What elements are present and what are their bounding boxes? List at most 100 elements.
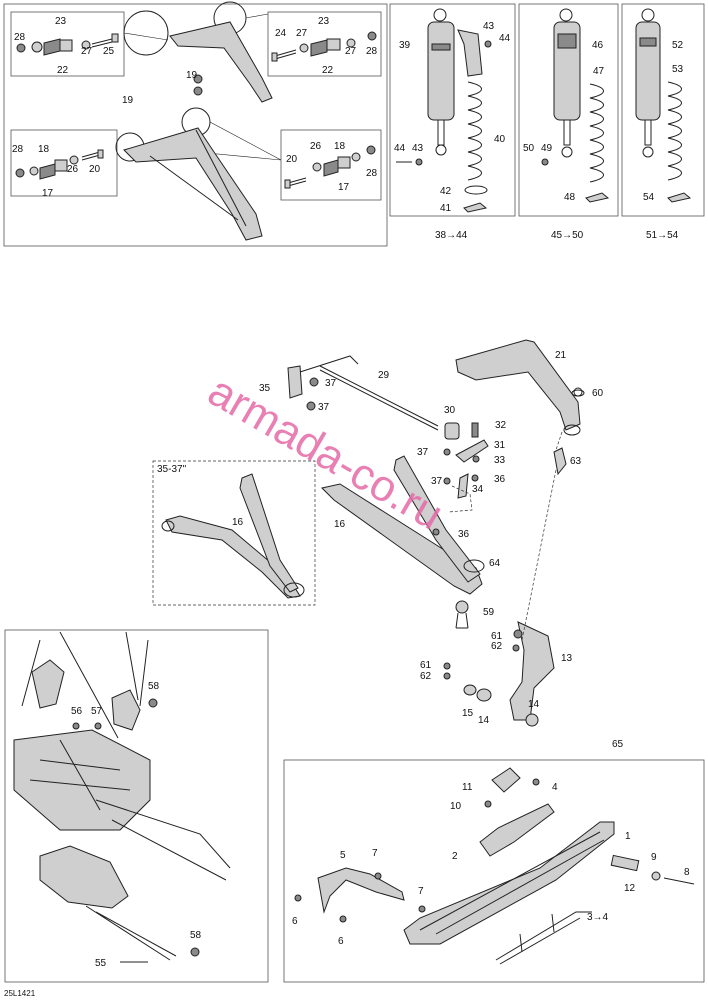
callout-7: 7 bbox=[418, 886, 424, 897]
ski-illustration bbox=[294, 767, 695, 965]
callout-43: 43 bbox=[412, 143, 424, 154]
inset-dashed-frame bbox=[152, 460, 316, 606]
callout-58: 58 bbox=[190, 930, 202, 941]
callout-17: 17 bbox=[338, 182, 350, 193]
a-arm-illustration bbox=[115, 1, 282, 241]
callout-37: 37 bbox=[318, 402, 330, 413]
callout-23: 23 bbox=[55, 16, 67, 27]
callout-37: 37 bbox=[325, 378, 337, 389]
callout-21: 21 bbox=[555, 350, 567, 361]
callout-28: 28 bbox=[366, 46, 378, 57]
inset-label: 35-37" bbox=[157, 464, 187, 475]
callout-4: 4 bbox=[552, 782, 558, 793]
callout-12: 12 bbox=[624, 883, 636, 894]
set-45-50: 45→50 bbox=[551, 230, 584, 241]
callout-28: 28 bbox=[12, 144, 24, 155]
callout-20: 20 bbox=[89, 164, 101, 175]
callout-50: 50 bbox=[523, 143, 535, 154]
callout-28: 28 bbox=[14, 32, 26, 43]
callout-63: 63 bbox=[570, 456, 582, 467]
callout-16: 16 bbox=[334, 519, 346, 530]
callout-6: 6 bbox=[292, 916, 298, 927]
watermark: armada-co.ru bbox=[200, 366, 451, 539]
callout-48: 48 bbox=[564, 192, 576, 203]
callout-14: 14 bbox=[528, 699, 540, 710]
callout-36: 36 bbox=[458, 529, 470, 540]
callout-65: 65 bbox=[612, 739, 624, 750]
ski-frame bbox=[283, 759, 705, 983]
callout-58: 58 bbox=[148, 681, 160, 692]
callout-10: 10 bbox=[450, 801, 462, 812]
main-suspension-assembly bbox=[287, 339, 585, 727]
callout-39: 39 bbox=[399, 40, 411, 51]
shock-set-2-frame bbox=[518, 3, 619, 217]
callout-24: 24 bbox=[275, 28, 287, 39]
callout-42: 42 bbox=[440, 186, 452, 197]
set-38-44: 38→44 bbox=[435, 230, 468, 241]
callout-19: 19 bbox=[122, 95, 134, 106]
callout-9: 9 bbox=[651, 852, 657, 863]
callout-44: 44 bbox=[499, 33, 511, 44]
callout-61: 61 bbox=[491, 631, 503, 642]
callout-17: 17 bbox=[42, 188, 54, 199]
upper-left-frame bbox=[3, 3, 388, 247]
callout-22: 22 bbox=[57, 65, 69, 76]
callout-60: 60 bbox=[592, 388, 604, 399]
frame-view bbox=[13, 631, 231, 963]
hardware-group-top-right bbox=[267, 11, 382, 77]
callout-61: 61 bbox=[420, 660, 432, 671]
callout-16: 16 bbox=[232, 517, 244, 528]
callout-25: 25 bbox=[103, 46, 115, 57]
callout-18: 18 bbox=[38, 144, 50, 155]
diagram-id: 25L1421 bbox=[4, 989, 36, 998]
callout-6: 6 bbox=[338, 936, 344, 947]
callout-29: 29 bbox=[378, 370, 390, 381]
callout-62: 62 bbox=[491, 641, 503, 652]
hardware-group-mid-right bbox=[280, 129, 382, 201]
callout-47: 47 bbox=[593, 66, 605, 77]
callout-52: 52 bbox=[672, 40, 684, 51]
callout-53: 53 bbox=[672, 64, 684, 75]
callout-1: 1 bbox=[625, 831, 631, 842]
callout-44: 44 bbox=[394, 143, 406, 154]
shock-3 bbox=[635, 8, 692, 203]
callout-13: 13 bbox=[561, 653, 573, 664]
shock-set-1-frame bbox=[389, 3, 516, 217]
callout-15: 15 bbox=[462, 708, 474, 719]
set-51-54: 51→54 bbox=[646, 230, 679, 241]
callout-30: 30 bbox=[444, 405, 456, 416]
callout-62: 62 bbox=[420, 671, 432, 682]
callout-43: 43 bbox=[483, 21, 495, 32]
callout-22: 22 bbox=[322, 65, 334, 76]
callout-57: 57 bbox=[91, 706, 103, 717]
callout-27: 27 bbox=[345, 46, 357, 57]
callout-37: 37 bbox=[417, 447, 429, 458]
shock-2 bbox=[541, 8, 610, 203]
callout-14: 14 bbox=[478, 715, 490, 726]
callout-56: 56 bbox=[71, 706, 83, 717]
callout-34: 34 bbox=[472, 484, 484, 495]
ski-runner-label: 3→4 bbox=[587, 912, 609, 923]
callout-20: 20 bbox=[286, 154, 298, 165]
callout-49: 49 bbox=[541, 143, 553, 154]
inset-a-arm bbox=[161, 473, 305, 599]
callout-46: 46 bbox=[592, 40, 604, 51]
callout-8: 8 bbox=[684, 867, 690, 878]
callout-54: 54 bbox=[643, 192, 655, 203]
callout-5: 5 bbox=[340, 850, 346, 861]
callout-55: 55 bbox=[95, 958, 107, 969]
callout-36: 36 bbox=[494, 474, 506, 485]
callout-40: 40 bbox=[494, 134, 506, 145]
callout-11: 11 bbox=[462, 782, 473, 793]
callout-32: 32 bbox=[495, 420, 507, 431]
callout-33: 33 bbox=[494, 455, 506, 466]
callout-2: 2 bbox=[452, 851, 458, 862]
callout-64: 64 bbox=[489, 558, 501, 569]
callout-23: 23 bbox=[318, 16, 330, 27]
callout-28: 28 bbox=[366, 168, 378, 179]
callout-27: 27 bbox=[296, 28, 308, 39]
callout-labels: 23 28 27 25 22 23 24 27 27 28 22 19 19 1… bbox=[4, 16, 690, 998]
callout-19: 19 bbox=[186, 70, 198, 81]
callout-7: 7 bbox=[372, 848, 378, 859]
frame-view-frame bbox=[4, 629, 269, 983]
